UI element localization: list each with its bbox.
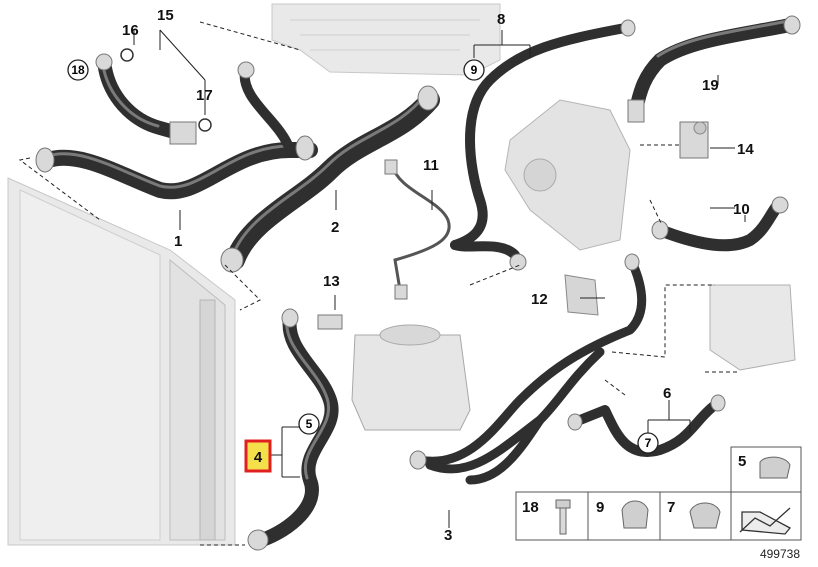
clamp-icon-9	[621, 500, 649, 529]
callout-5: 5	[306, 417, 313, 431]
callout-10: 10	[733, 201, 750, 218]
bolt-icon	[555, 499, 571, 535]
callout-6: 6	[663, 385, 671, 402]
callout-8: 8	[497, 11, 505, 28]
clip-part-12	[564, 274, 599, 316]
callout-11: 11	[423, 157, 439, 174]
callout-17: 17	[196, 87, 213, 104]
arrow-icon	[739, 507, 792, 535]
clamp-icon-7	[689, 502, 721, 529]
callout-13: 13	[323, 273, 340, 290]
callout-18-circle: 18	[67, 59, 89, 81]
legend-label-18: 18	[522, 499, 539, 516]
sensor-wire-part-11	[384, 159, 451, 300]
hose-part-4	[247, 308, 339, 551]
callout-7-circle: 7	[637, 432, 659, 454]
water-pump-illustration	[504, 99, 631, 251]
hose-part-3	[409, 253, 647, 485]
callout-18: 18	[71, 63, 85, 77]
legend-label-5: 5	[738, 453, 746, 470]
leader-lines	[133, 29, 746, 528]
circled-callouts: 18 9 5 7	[67, 59, 659, 454]
callout-3: 3	[444, 527, 452, 544]
pipe-part-15	[95, 48, 212, 145]
hose-part-6	[567, 394, 726, 457]
callout-15: 15	[157, 7, 174, 24]
callout-19: 19	[702, 77, 719, 94]
callout-5-circle: 5	[298, 413, 320, 435]
valve-part-13	[317, 314, 343, 330]
hose-part-8	[450, 19, 636, 271]
callout-4: 4	[254, 449, 263, 466]
hose-part-2	[220, 85, 440, 273]
legend-label-7: 7	[667, 499, 675, 516]
radiator-illustration	[7, 177, 236, 546]
callout-16: 16	[122, 22, 139, 39]
callout-4-highlight: 4	[244, 439, 272, 473]
expansion-tank-right-illustration	[709, 284, 796, 371]
callout-12: 12	[531, 291, 548, 308]
expansion-tank-illustration	[351, 324, 471, 431]
hose-part-1	[35, 61, 318, 200]
hose-part-19	[627, 15, 801, 123]
hose-part-10	[651, 196, 789, 252]
callout-labels: 15 16 17 1 2 3 6 8 10 11 12 13 14 19	[122, 7, 754, 544]
callout-2: 2	[331, 219, 339, 236]
diagram-reference-number: 499738	[760, 547, 800, 561]
parts-legend: 5 18 9 7	[515, 446, 802, 541]
legend-label-9: 9	[596, 499, 604, 516]
callout-14: 14	[737, 141, 754, 158]
dashed-reference-lines	[18, 21, 740, 546]
callout-9-circle: 9	[463, 59, 485, 81]
valve-part-14	[679, 121, 709, 159]
callout-9: 9	[471, 63, 478, 77]
engine-block-illustration	[271, 3, 501, 76]
callout-7: 7	[645, 436, 652, 450]
callout-1: 1	[174, 233, 182, 250]
